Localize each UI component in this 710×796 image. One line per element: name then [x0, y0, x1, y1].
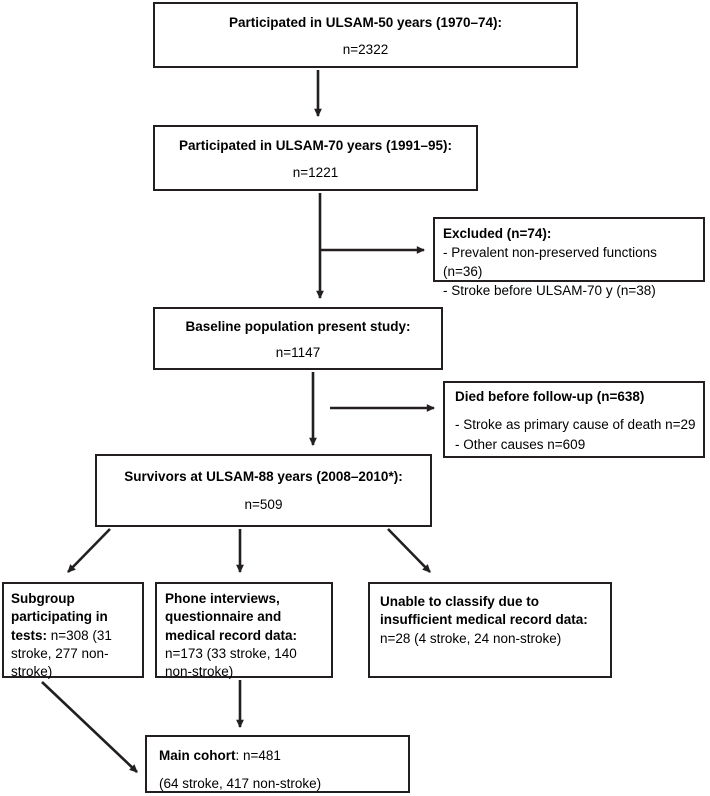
- node-subgroup-detail: n=308 (31 stroke, 277 non-stroke): [11, 627, 112, 680]
- node-ulsam70-count: n=1221: [292, 165, 339, 180]
- node-main-cohort: Main cohort: n=481 (64 stroke, 417 non-s…: [145, 735, 410, 793]
- node-survivors-count: n=509: [244, 497, 283, 512]
- node-main-cohort-title: Main cohort: [159, 748, 236, 763]
- node-unable: Unable to classify due to insufficient m…: [368, 582, 612, 678]
- node-ulsam70-title: Participated in ULSAM-70 years (1991–95)…: [178, 138, 453, 153]
- arrow-subgroup-to-main: [41, 681, 138, 773]
- spacer: [455, 406, 697, 415]
- node-ulsam50-title: Participated in ULSAM-50 years (1970–74)…: [228, 15, 503, 30]
- node-main-cohort-detail: : n=481: [235, 748, 281, 763]
- node-ulsam70: Participated in ULSAM-70 years (1991–95)…: [153, 125, 478, 191]
- node-died: Died before follow-up (n=638) - Stroke a…: [443, 381, 705, 458]
- node-subgroup: Subgroup participating in tests: n=308 (…: [2, 582, 144, 680]
- node-subgroup-title: Subgroup participating in tests:: [11, 591, 108, 643]
- node-phone-detail: n=173 (33 stroke, 140 non-stroke): [165, 646, 297, 680]
- node-baseline-count: n=1147: [275, 345, 321, 360]
- arrow-survivors-to-unable: [387, 528, 431, 573]
- node-ulsam50-count: n=2322: [342, 42, 389, 57]
- node-excluded-title: Excluded (n=74):: [443, 226, 552, 241]
- node-phone-title: Phone interviews, questionnaire and medi…: [165, 591, 298, 643]
- node-baseline-title: Baseline population present study:: [185, 319, 411, 334]
- node-died-title: Died before follow-up (n=638): [455, 389, 645, 404]
- node-survivors-title: Survivors at ULSAM-88 years (2008–2010*)…: [124, 469, 403, 484]
- arrow-survivors-to-subgroup: [67, 528, 111, 573]
- node-unable-title: Unable to classify due to insufficient m…: [380, 594, 588, 628]
- node-died-item-2: - Other causes n=609: [455, 436, 586, 452]
- node-died-item-1: - Stroke as primary cause of death n=29: [455, 417, 696, 433]
- node-excluded-item-2: - Stroke before ULSAM-70 y (n=38): [443, 283, 656, 299]
- node-excluded-item-1: - Prevalent non-preserved functions (n=3…: [443, 245, 657, 279]
- node-baseline: Baseline population present study: n=114…: [153, 307, 443, 370]
- node-ulsam50: Participated in ULSAM-50 years (1970–74)…: [153, 2, 578, 68]
- node-unable-detail: n=28 (4 stroke, 24 non-stroke): [380, 630, 562, 646]
- node-survivors: Survivors at ULSAM-88 years (2008–2010*)…: [95, 454, 432, 527]
- node-excluded: Excluded (n=74): - Prevalent non-preserv…: [433, 217, 705, 298]
- node-main-cohort-sub: (64 stroke, 417 non-stroke): [159, 776, 322, 792]
- spacer: [159, 765, 402, 774]
- node-phone: Phone interviews, questionnaire and medi…: [155, 582, 333, 679]
